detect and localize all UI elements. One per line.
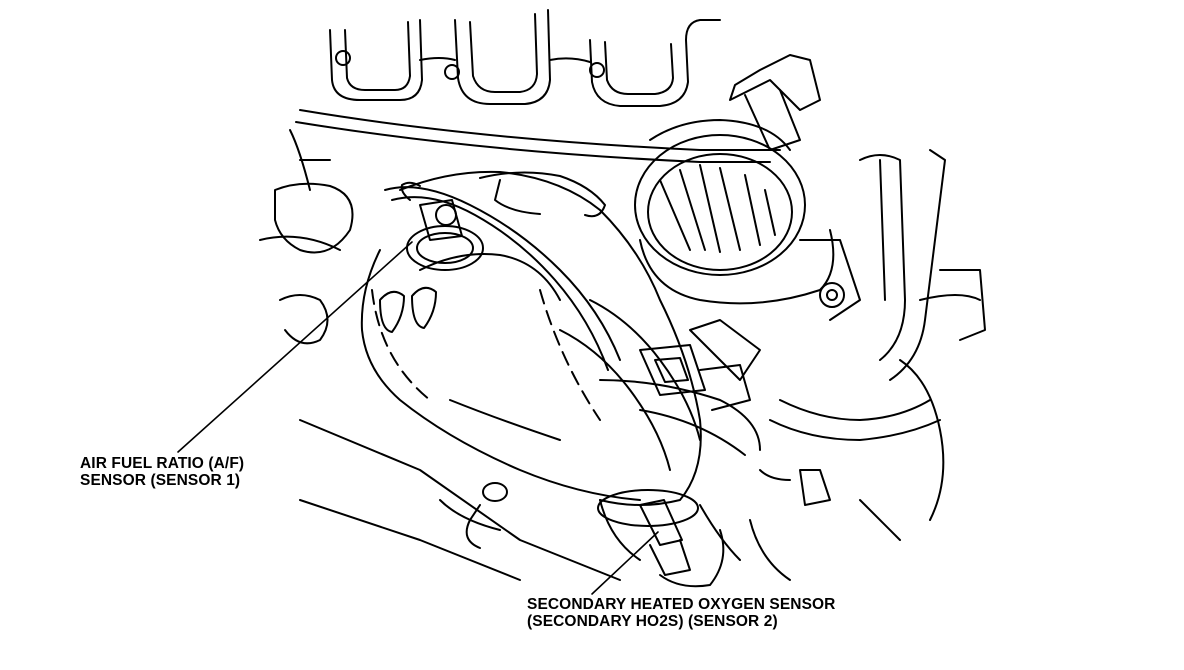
- af-sensor-label-line2: SENSOR (SENSOR 1): [80, 472, 241, 489]
- ho2s-sensor-label-line1: SECONDARY HEATED OXYGEN SENSOR: [527, 596, 836, 613]
- af-sensor-label: AIR FUEL RATIO (A/F) SENSOR (SENSOR 1): [80, 455, 244, 489]
- engine-block: [259, 129, 621, 581]
- ho2s-sensor-drawing: [597, 489, 725, 588]
- catalytic-converter: [360, 170, 761, 506]
- ho2s-sensor-label-line2: (SECONDARY HO2S) (SENSOR 2): [527, 613, 778, 630]
- pipes-right: [599, 149, 986, 581]
- intake-manifold: [295, 9, 781, 163]
- ho2s-leader-line: [591, 531, 659, 595]
- leader-lines: [177, 241, 659, 595]
- ho2s-connector: [639, 344, 831, 506]
- af-sensor-drawing: [384, 181, 621, 371]
- valve-assembly: [634, 54, 861, 381]
- af-leader-line: [177, 241, 413, 453]
- ho2s-sensor-label: SECONDARY HEATED OXYGEN SENSOR (SECONDAR…: [527, 596, 835, 630]
- af-sensor-label-line1: AIR FUEL RATIO (A/F): [80, 455, 245, 472]
